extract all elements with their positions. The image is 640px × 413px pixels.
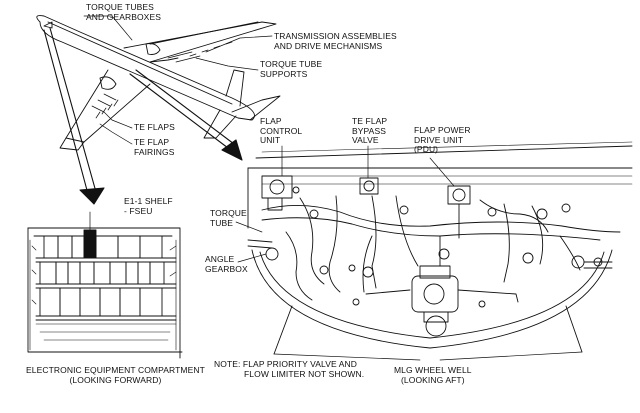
label-line: TORQUE TUBE — [260, 59, 323, 69]
label-line: - FSEU — [124, 205, 153, 216]
label-line: FLAP — [260, 116, 282, 126]
label-line: VALVE — [352, 135, 379, 145]
caption-line: MLG WHEEL WELL — [394, 365, 472, 375]
label-angle-gearbox: ANGLE GEARBOX — [205, 254, 248, 274]
label-torque-tube-supports: TORQUE TUBE SUPPORTS — [260, 59, 323, 79]
label-line: GEARBOX — [205, 263, 248, 274]
label-line: TUBE — [210, 217, 234, 228]
label-transmission-assemblies: TRANSMISSION ASSEMBLIES AND DRIVE MECHAN… — [274, 31, 397, 51]
label-line: AND GEARBOXES — [86, 11, 161, 22]
label-line: FLAP POWER — [414, 125, 471, 135]
label-torque-tube: TORQUE TUBE — [210, 208, 247, 228]
pointer-arrows — [43, 27, 243, 205]
label-line: TE FLAP — [352, 116, 388, 126]
label-line: DRIVE UNIT — [414, 134, 464, 145]
label-line: FAIRINGS — [134, 146, 175, 157]
label-line: E1-1 SHELF — [124, 196, 173, 206]
label-flap-control-unit: FLAP CONTROL UNIT — [260, 116, 303, 146]
caption-line: (LOOKING AFT) — [400, 374, 465, 385]
label-line: NOTE: FLAP PRIORITY VALVE AND — [214, 359, 358, 369]
label-line: (PDU) — [414, 144, 439, 154]
caption-electronic-equipment-compartment: ELECTRONIC EQUIPMENT COMPARTMENT (LOOKIN… — [26, 365, 205, 385]
label-line: SUPPORTS — [260, 68, 308, 79]
label-line: AND DRIVE MECHANISMS — [274, 40, 383, 51]
label-te-flaps: TE FLAPS — [134, 122, 175, 133]
label-line: FLOW LIMITER NOT SHOWN. — [244, 368, 365, 379]
label-torque-tubes-gearboxes: TORQUE TUBES AND GEARBOXES — [86, 2, 161, 22]
label-line: TE FLAPS — [134, 122, 175, 132]
label-line: TORQUE TUBES — [86, 2, 154, 12]
label-flap-power-drive-unit: FLAP POWER DRIVE UNIT (PDU) — [414, 125, 471, 155]
label-line: TORQUE — [210, 208, 247, 218]
label-line: UNIT — [260, 135, 281, 145]
caption-mlg-wheel-well: MLG WHEEL WELL (LOOKING AFT) — [394, 365, 472, 385]
caption-line: (LOOKING FORWARD) — [69, 374, 162, 385]
label-te-flap-bypass-valve: TE FLAP BYPASS VALVE — [352, 116, 388, 146]
caption-line: ELECTRONIC EQUIPMENT COMPARTMENT — [26, 365, 205, 375]
label-line: ANGLE — [205, 254, 235, 264]
label-te-flap-fairings: TE FLAP FAIRINGS — [134, 137, 175, 157]
label-line: TRANSMISSION ASSEMBLIES — [274, 31, 397, 41]
label-line: CONTROL — [260, 125, 303, 136]
airplane-illustration — [36, 15, 281, 151]
mlg-wheel-well-illustration — [235, 141, 633, 361]
label-e1-1-shelf-fseu: E1-1 SHELF - FSEU — [124, 196, 173, 216]
label-line: BYPASS — [352, 125, 386, 136]
note-text: NOTE: FLAP PRIORITY VALVE AND FLOW LIMIT… — [214, 359, 365, 379]
electronic-equipment-compartment-illustration — [27, 211, 183, 359]
label-line: TE FLAP — [134, 137, 170, 147]
